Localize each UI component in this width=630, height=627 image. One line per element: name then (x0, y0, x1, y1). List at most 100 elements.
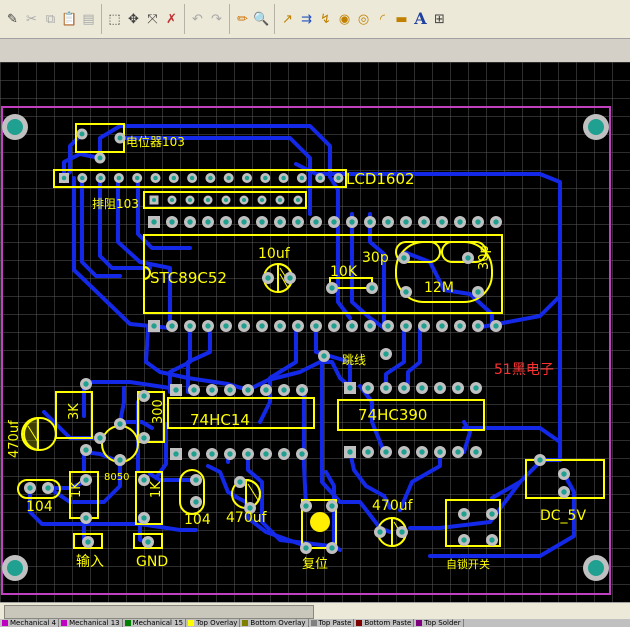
pcb-canvas[interactable]: 电位器103 LCD1602 排阻103 STC89C52 10uf 10K 3… (0, 62, 630, 602)
pad-hole (331, 323, 337, 329)
pad-hole (117, 135, 123, 141)
label-gnd: GND (136, 554, 168, 570)
cut-icon[interactable]: ✂ (26, 11, 37, 27)
toolbar-group-place: ↗ ⇉ ↯ ◉ ◎ ◜ ▬ A ⊞ (275, 4, 452, 34)
select-area-icon[interactable]: ⬚ (108, 11, 121, 27)
pad-hole (457, 219, 463, 225)
layer-tab[interactable]: Top Solder (414, 619, 464, 627)
pad-hole (473, 385, 479, 391)
pad-hole (401, 449, 407, 455)
via-icon[interactable]: ◉ (338, 11, 351, 27)
pad-hole (329, 285, 335, 291)
layer-tab[interactable]: Mechanical 4 (0, 619, 60, 627)
toolbar-group-edit: ✎ ✂ ⧉ 📋 ▤ (0, 4, 102, 34)
pad-hole (347, 385, 353, 391)
layer-tab-label: Top Paste (318, 619, 352, 627)
horizontal-scrollbar[interactable] (0, 602, 630, 620)
pad-hole (321, 353, 327, 359)
arc-icon[interactable]: ◜ (379, 11, 386, 27)
pad-hole (461, 537, 467, 543)
pad-hole (173, 451, 179, 457)
pad-hole (141, 435, 147, 441)
pad-hole (241, 219, 247, 225)
label-brand: 51黑电子 (494, 362, 554, 378)
pad-hole (141, 393, 147, 399)
pad-hole (457, 323, 463, 329)
pad-hole (421, 323, 427, 329)
pad-hole (98, 175, 103, 181)
scrollbar-thumb[interactable] (4, 605, 314, 619)
copy-icon[interactable]: ⧉ (45, 11, 56, 27)
pencil-icon[interactable]: ✏ (237, 11, 248, 27)
zoom-icon[interactable]: 🔍 (253, 11, 270, 27)
pad-hole (97, 435, 103, 441)
pad-hole (141, 515, 147, 521)
paste-special-icon[interactable]: ▤ (82, 11, 95, 27)
deselect-icon[interactable]: ⤧ (147, 11, 158, 27)
pad-hole (189, 175, 195, 181)
hc390-outline (337, 399, 485, 431)
redo-icon[interactable]: ↷ (211, 11, 222, 27)
label-c470a: 470uf (7, 420, 22, 458)
pad-hole (241, 197, 247, 203)
hc14-outline (167, 397, 315, 429)
layer-tab-label: Top Overlay (196, 619, 238, 627)
clear-icon[interactable]: ✗ (166, 11, 177, 27)
pad-icon[interactable]: ◎ (357, 11, 370, 27)
paste-icon[interactable]: 📋 (61, 11, 78, 27)
mounting-holes (2, 114, 609, 581)
layer-tab[interactable]: Top Paste (309, 619, 355, 627)
lcd-header-outline (53, 169, 347, 188)
pad-hole (403, 289, 409, 295)
pad-hole (169, 323, 175, 329)
pad-hole (465, 255, 471, 261)
pad-hole (259, 323, 265, 329)
layer-tab[interactable]: Bottom Overlay (240, 619, 309, 627)
pad-hole (383, 385, 389, 391)
diff-pair-icon[interactable]: ⇉ (301, 11, 312, 27)
pad-hole (263, 451, 269, 457)
reset-button-outline (301, 499, 337, 549)
label-r10k: 10K (330, 264, 358, 280)
label-lcd: LCD1602 (346, 170, 415, 188)
layer-color-swatch (61, 620, 68, 626)
pad-hole (117, 421, 123, 427)
pad-hole (134, 175, 140, 181)
pad-hole (277, 197, 283, 203)
label-reset: 复位 (302, 557, 328, 572)
layer-tab[interactable]: Bottom Paste (354, 619, 415, 627)
pad-hole (223, 197, 229, 203)
move-icon[interactable]: ✥ (128, 11, 139, 27)
layer-tab-label: Mechanical 13 (69, 619, 120, 627)
undo-icon[interactable]: ↶ (192, 11, 203, 27)
pad-hole (277, 219, 283, 225)
pad-hole (226, 175, 231, 181)
pad-hole (61, 175, 67, 181)
pad-hole (475, 323, 481, 329)
pad-hole (259, 219, 265, 225)
smart-route-icon[interactable]: ↯ (320, 11, 331, 27)
layer-tab[interactable]: Mechanical 15 (123, 619, 187, 627)
pad-hole (377, 529, 383, 535)
layer-tab[interactable]: Mechanical 13 (59, 619, 123, 627)
fill-icon[interactable]: ▬ (395, 11, 408, 27)
layer-tab[interactable]: Top Overlay (186, 619, 241, 627)
label-dc5v: DC_5V (540, 508, 586, 524)
route-icon[interactable]: ✎ (7, 11, 18, 27)
pad-hole (208, 175, 213, 181)
label-xtal: 12M (424, 280, 454, 296)
array-icon[interactable]: ⊞ (434, 11, 445, 27)
layer-color-swatch (310, 620, 317, 626)
pad-hole (561, 489, 567, 495)
pad-hole (187, 219, 193, 225)
pad-hole (151, 323, 157, 329)
pad-hole (263, 175, 268, 181)
label-c470b: 470uf (226, 510, 268, 526)
pad-hole (80, 175, 85, 181)
label-74hc14: 74HC14 (190, 411, 250, 429)
toolbar-group-tools: ✏ 🔍 (230, 4, 275, 34)
label-r3k: 3K (67, 403, 82, 420)
label-pot: 电位器103 (126, 134, 185, 149)
text-icon[interactable]: A (414, 9, 427, 28)
interactive-route-icon[interactable]: ↗ (282, 11, 293, 27)
